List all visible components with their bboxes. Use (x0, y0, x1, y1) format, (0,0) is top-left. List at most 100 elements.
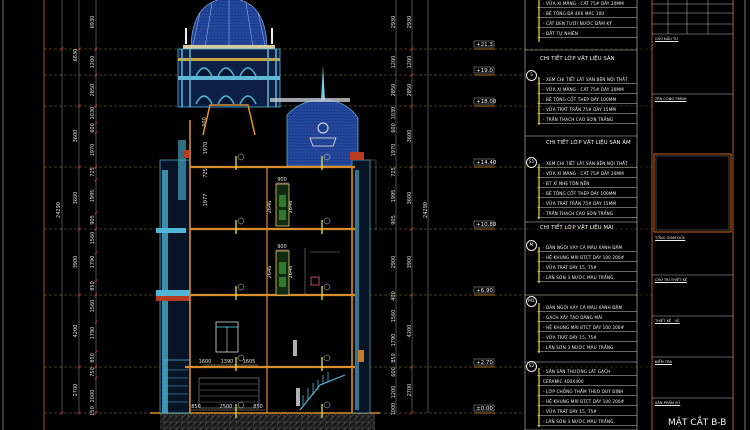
level-box (473, 97, 495, 105)
dimension-label: 1200 (391, 386, 397, 399)
material-layer: - HỆ KHUNG MÁI BTCT DÀY 100 200# (543, 399, 625, 404)
dimension-label: 150 (90, 406, 96, 416)
section-marker (323, 153, 331, 161)
dimension-label: 3600 (73, 192, 79, 205)
section-marker (237, 217, 245, 225)
dimension-label: 2930 (407, 16, 413, 29)
material-layer: - TRẦN THẠCH CAO SƠN TRẮNG (543, 117, 614, 122)
material-layer: - TRẦN THẠCH CAO SƠN TRẮNG (543, 211, 614, 216)
dimension-label: 1000 (391, 403, 397, 416)
level-label: ±0.00 (476, 406, 493, 412)
dimension-label: 3900 (407, 256, 413, 269)
material-layer: - VỮA XI MĂNG - CÁT 75# DÀY 20MM (543, 87, 624, 92)
material-layer: - BÊ TÔNG CỐT THÉP DÀY 100MM (543, 97, 617, 102)
section-marker (323, 283, 331, 291)
material-layer: - VỮA TRÁT DÀY 15, 75# (543, 409, 597, 414)
dimension-label: 1970 (391, 144, 397, 157)
level-box (473, 220, 495, 228)
dimension-label: 2700 (73, 384, 79, 397)
dimension-label: 1560 (90, 232, 96, 245)
material-marker: S (526, 70, 537, 81)
material-layer: - VỮA XI MĂNG - CÁT 75# DÀY 20MM (543, 171, 624, 176)
dimension-label: 2000 (90, 390, 96, 403)
title-block-label: KIỂM TRA (655, 360, 672, 364)
left-facade (156, 140, 191, 414)
dimension-label: 1560 (90, 300, 96, 313)
dimension-label: 6830 (73, 49, 79, 62)
level-box (473, 404, 495, 412)
dimension-label: 4200 (73, 325, 79, 338)
dimension-label: 725 (391, 167, 397, 177)
interior-dimension: 1977 (203, 194, 209, 207)
interior-dimension: 1390 (221, 359, 234, 365)
title-block-lines (652, 0, 733, 399)
level-box (473, 40, 495, 48)
material-layer: - HỆ KHUNG MÁI BTCT DÀY 100 200# (543, 325, 625, 330)
interior-dimension: 900 (277, 244, 287, 250)
section-heading: CHI TIẾT LỚP VẬT LIỆU MÁI (540, 225, 614, 231)
interior-dimension: 725 (203, 168, 209, 178)
dimension-label: 1970 (90, 144, 96, 157)
dimension-label: 1560 (391, 310, 397, 323)
dimension-label: 1030 (90, 107, 96, 120)
dimension-label: 1790 (90, 256, 96, 269)
dimension-label: 2930 (391, 16, 397, 29)
dimension-texts: 24290 6830 3600 3600 3900 4200 2700 6930 1200 285… (56, 16, 429, 416)
section-markers (235, 153, 331, 418)
level-box (473, 158, 495, 166)
drawing-title: MẶT CẮT B-B (668, 418, 727, 428)
material-marker: M1 (526, 296, 537, 307)
interior-dimension: 1600 (199, 359, 212, 365)
dimension-label: 1200 (391, 56, 397, 69)
title-block-label: THIẾT KẾ - VẼ (655, 319, 680, 323)
dimension-label: 3600 (73, 130, 79, 143)
material-layer: - VỮA XI MĂNG - CÁT 75# DÀY 20MM (543, 1, 624, 6)
dimension-label: 1790 (90, 327, 96, 340)
dimension-label: 1030 (391, 107, 397, 120)
level-box (473, 286, 495, 294)
dimension-label: 3600 (407, 192, 413, 205)
dimension-label: 1995 (391, 190, 397, 203)
material-layer: - DÁN NGÓI VẢY CÁ MÀU XANH ĐẬM (543, 245, 623, 250)
material-layer: - CÁT ĐEN TƯỚI NƯỚC ĐẦM KỸ (543, 21, 612, 26)
ground-hatch (160, 413, 375, 430)
level-label: +6.90 (476, 288, 493, 294)
material-layer: - XEM CHI TIẾT LÁT SÀN BÊN NỘI THẤT (543, 77, 628, 82)
material-layer: - VỮA TRÁT DÀY 15, 75# (543, 265, 597, 270)
material-layer: - LĂN SƠN 3 NƯỚC MÀU TRẮNG (543, 419, 614, 424)
title-block-label: CHỦ TRÌ THIẾT KẾ (655, 278, 688, 282)
material-marker: S1 (526, 157, 537, 168)
dimension-label: 6930 (90, 16, 96, 29)
dimension-label: 1995 (90, 190, 96, 203)
dimension-label: 1200 (90, 56, 96, 69)
material-layer: - XEM CHI TIẾT LÁT SÀN BÊN NỘI THẤT (543, 161, 628, 166)
dimension-label: 905 (391, 215, 397, 225)
material-layer: CERAMIC 400X400 (543, 379, 584, 384)
level-label: +19.0 (476, 68, 493, 74)
material-layer: - BÊ TÔNG ĐÁ 4X6 MÁC 100 (543, 11, 605, 16)
section-marker (237, 283, 245, 291)
dimension-label: 24290 (56, 202, 62, 218)
dimension-label: 3900 (73, 256, 79, 269)
level-label: +14.40 (476, 160, 497, 166)
dimension-label: 600 (90, 123, 96, 133)
level-label: +2.70 (476, 360, 493, 366)
dimension-label: 2850 (391, 84, 397, 97)
dimension-label: 850 (90, 281, 96, 291)
dimension-label: 600 (391, 367, 397, 377)
section-heading: CHI TIẾT LỚP VẬT LIỆU SÀN ÁM (546, 140, 631, 146)
section-heading: CHI TIẾT LỚP VẬT LIỆU SÀN (540, 56, 615, 62)
interior-dimension: 2646 (288, 266, 294, 279)
dimension-label: 600 (391, 123, 397, 133)
interior-dimension: 2646 (267, 201, 273, 214)
dimension-label: 24290 (423, 202, 429, 218)
interior-dimension: 850 (191, 404, 201, 410)
dimension-label: 2700 (407, 384, 413, 397)
material-marker: M (526, 240, 537, 251)
material-layer: - VỮA TRÁT DÀY 15, 75# (543, 335, 597, 340)
dimension-label: 2850 (407, 84, 413, 97)
material-layer: - LỚP CHỐNG THẤM THEO QUY ĐỊNH (543, 389, 624, 394)
title-block-label: TỔNG GIÁM ĐỐC (655, 236, 686, 240)
level-label: +18.00 (476, 99, 497, 105)
